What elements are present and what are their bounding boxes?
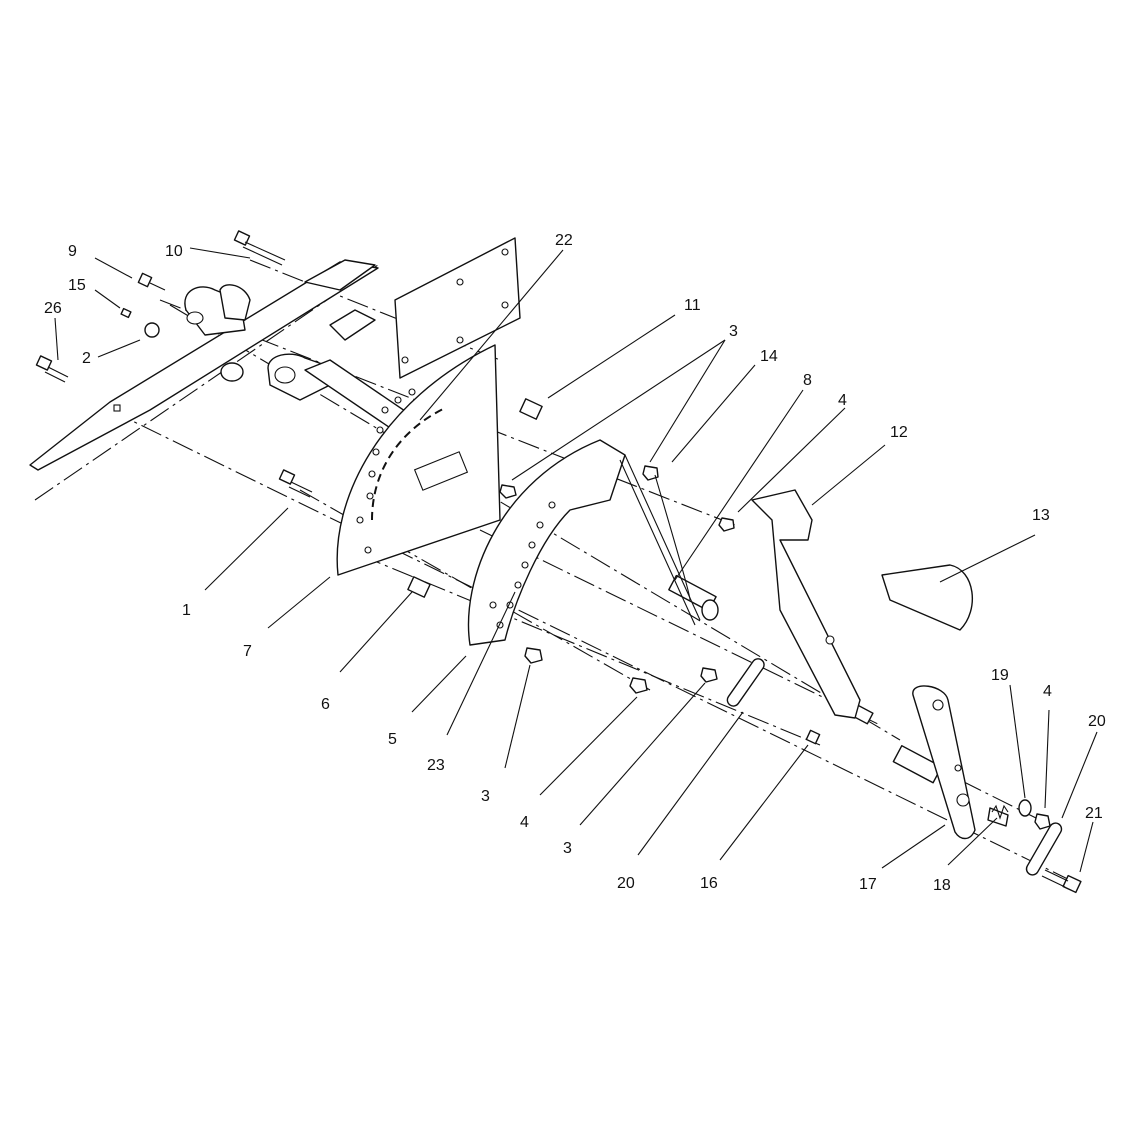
callout-13: 13 xyxy=(1032,507,1050,524)
sector-plate xyxy=(336,344,501,576)
callout-10: 10 xyxy=(165,243,183,260)
callout-3-lower-right: 3 xyxy=(563,840,572,857)
callout-6: 6 xyxy=(321,696,330,713)
callout-23: 23 xyxy=(427,757,445,774)
callout-20-right: 20 xyxy=(1088,713,1106,730)
callout-17: 17 xyxy=(859,876,877,893)
callout-19: 19 xyxy=(991,667,1009,684)
callout-15: 15 xyxy=(68,277,86,294)
callout-9: 9 xyxy=(68,243,77,260)
pedal-sector-plate xyxy=(467,439,626,646)
callout-3-upper: 3 xyxy=(729,323,738,340)
callout-11: 11 xyxy=(684,297,701,314)
callout-26: 26 xyxy=(44,300,62,317)
pedal-assembly xyxy=(751,489,976,840)
callout-21: 21 xyxy=(1085,805,1103,822)
callout-22: 22 xyxy=(555,232,573,249)
callout-4-lower: 4 xyxy=(520,814,529,831)
callout-7: 7 xyxy=(243,643,252,660)
callout-14: 14 xyxy=(760,348,778,365)
callout-12: 12 xyxy=(890,424,908,441)
callout-3-lower-left: 3 xyxy=(481,788,490,805)
fasteners xyxy=(35,230,1082,894)
callout-16: 16 xyxy=(700,875,718,892)
callout-labels: 9 10 15 26 2 22 11 3 14 8 4 12 13 1 7 6 … xyxy=(44,232,1106,894)
callout-18: 18 xyxy=(933,877,951,894)
leader-lines xyxy=(54,247,1098,873)
callout-4-right: 4 xyxy=(1043,683,1052,700)
callout-20-left: 20 xyxy=(617,875,635,892)
callout-4-upper: 4 xyxy=(838,392,847,409)
callout-5: 5 xyxy=(388,731,397,748)
callout-2: 2 xyxy=(82,350,91,367)
callout-8: 8 xyxy=(803,372,812,389)
callout-1: 1 xyxy=(182,602,191,619)
frame-weldment xyxy=(29,237,521,471)
